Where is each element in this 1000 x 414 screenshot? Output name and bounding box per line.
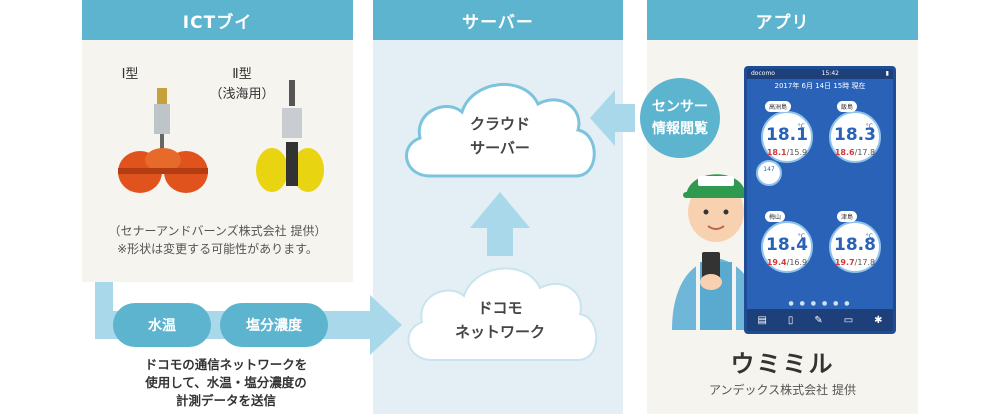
app-name: ウミミル	[730, 350, 835, 378]
buoy-type1-image	[118, 88, 208, 193]
gauge-1-unit: °C	[865, 123, 873, 130]
phone-time: 15:42	[821, 70, 839, 77]
gauge-1-temp: 18.3	[834, 125, 876, 145]
buoy-panel-title: ICTブイ	[82, 0, 353, 40]
phone-date: 2017年 6月 14日 15時 現在	[774, 82, 866, 90]
app-panel-title: アプリ	[647, 0, 918, 40]
buoy-type2-label: Ⅱ型	[232, 67, 252, 82]
buoy-type1-label: Ⅰ型	[121, 67, 139, 82]
caption-line-1: ドコモの通信ネットワークを	[144, 357, 308, 372]
buoy-panel: ICTブイ	[82, 0, 353, 282]
buoy-note: ※形状は変更する可能性があります。	[117, 242, 318, 256]
gauge-3-range: 19.7/17.8	[834, 258, 876, 267]
gauge-3-name: 津島	[837, 211, 858, 222]
flow-arrow-to-app	[590, 90, 635, 146]
network-cloud-shape	[407, 267, 598, 361]
cloud-server-line-1: クラウド	[469, 115, 530, 133]
message-icon[interactable]: ▭	[843, 314, 854, 326]
buoy-credit: （セナーアンドバーンズ株式会社 提供）	[108, 224, 327, 238]
gauge-2-unit: °C	[797, 233, 805, 240]
caption-line-3: 計測データを送信	[175, 393, 276, 408]
gauge-2-range: 19.4/16.9	[766, 258, 808, 267]
phone-screen: docomo 15:42 ▮ 2017年 6月 14日 15時 現在 18.1 …	[744, 66, 896, 334]
gauge-1-range: 18.6/17.8	[834, 148, 876, 157]
gauge-3-temp: 18.8	[834, 235, 876, 255]
gauge-0-name: 高洲島	[765, 101, 792, 112]
gauge-2-temp: 18.4	[766, 235, 808, 255]
gauge-0[interactable]: 18.1 °C 18.1/15.9	[761, 111, 813, 163]
person-illustration	[672, 174, 760, 330]
small-gauge[interactable]: 147	[756, 160, 782, 186]
phone-carrier: docomo	[751, 70, 775, 77]
cloud-server-line-2: サーバー	[470, 139, 530, 157]
phone-nav-bar: ▤ ▯ ✎ ▭ ✱	[747, 309, 893, 331]
book-icon[interactable]: ▯	[787, 314, 794, 326]
gauge-2-name: 梅山	[765, 211, 786, 222]
buoy-type2-image	[256, 80, 324, 192]
flow-arrow-up	[470, 192, 530, 256]
gauge-0-temp: 18.1	[766, 125, 808, 145]
server-panel-title: サーバー	[373, 0, 623, 40]
gauge-3-unit: °C	[865, 233, 873, 240]
water-temp-pill: 水温	[113, 303, 211, 347]
page-indicator: ● ● ● ● ● ●	[788, 300, 852, 307]
edit-icon[interactable]: ✎	[814, 314, 823, 326]
sensor-bubble	[640, 78, 720, 158]
gauge-3[interactable]: 18.8 °C 19.7/17.8	[829, 221, 881, 273]
gauge-1[interactable]: 18.3 °C 18.6/17.8	[829, 111, 881, 163]
chart-icon[interactable]: ▤	[757, 314, 767, 326]
network-line-2: ネットワーク	[454, 323, 545, 341]
cloud-server-shape	[405, 82, 596, 178]
sensor-line-2: 情報閲覧	[652, 121, 708, 137]
battery-icon: ▮	[885, 70, 889, 77]
gear-icon[interactable]: ✱	[874, 314, 883, 326]
sensor-line-1: センサー	[652, 99, 708, 115]
gauge-1-name: 飯島	[837, 101, 858, 112]
app-credit: アンデックス株式会社 提供	[709, 383, 856, 397]
small-gauge-value: 147	[763, 166, 775, 173]
salinity-pill: 塩分濃度	[220, 303, 328, 347]
network-line-1: ドコモ	[477, 299, 523, 317]
phone-status-bar: docomo 15:42 ▮	[747, 69, 893, 79]
gauge-0-unit: °C	[797, 123, 805, 130]
gauge-0-range: 18.1/15.9	[766, 148, 808, 157]
gauge-2[interactable]: 18.4 °C 19.4/16.9	[761, 221, 813, 273]
caption-line-2: 使用して、水温・塩分濃度の	[145, 375, 307, 390]
buoy-type2-sublabel: （浅海用）	[209, 87, 275, 102]
